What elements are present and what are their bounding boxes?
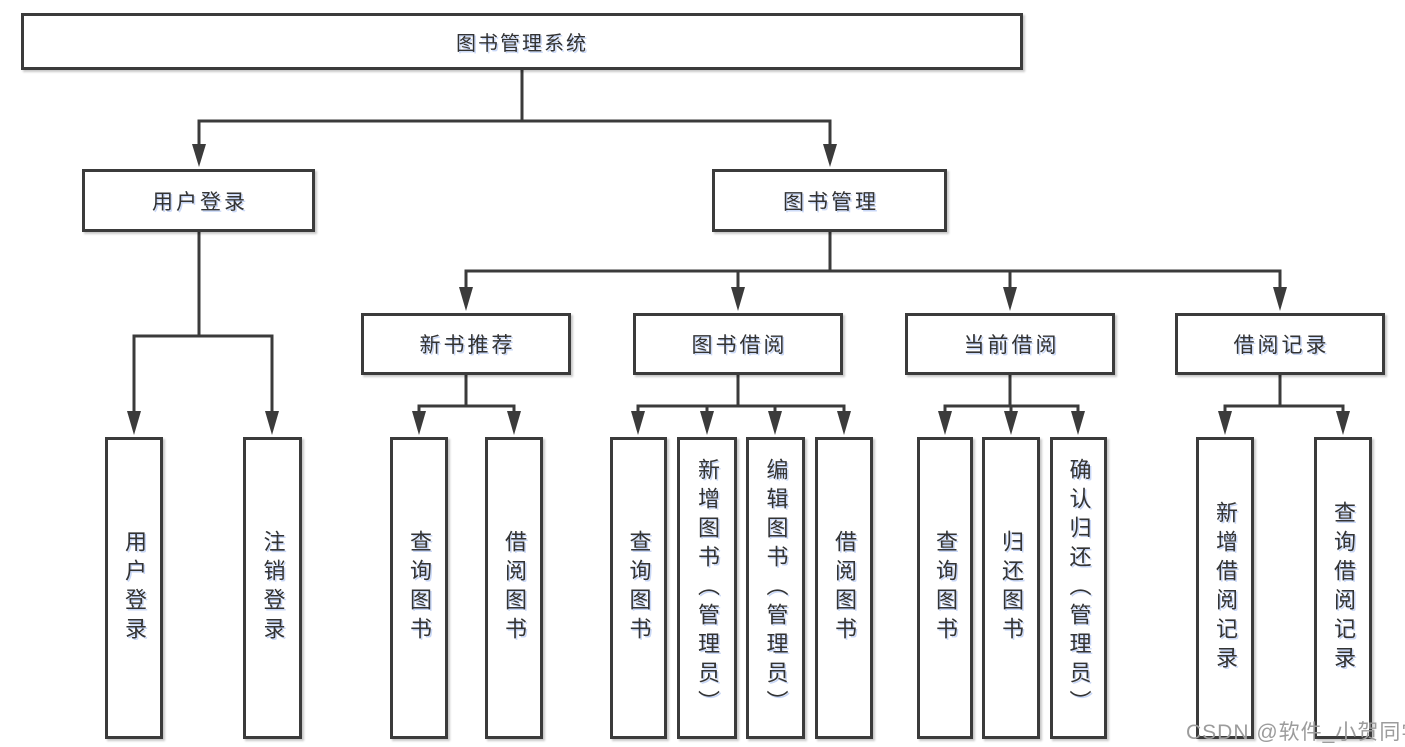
node-user-login: 用户登录 xyxy=(82,169,315,232)
arrowhead xyxy=(1003,287,1017,311)
arrowhead xyxy=(265,411,279,435)
connector-book-borrowing-children xyxy=(631,375,851,435)
leaf-borrow-books-recommend: 借阅图书 xyxy=(485,437,543,739)
node-current-borrowing-label: 当前借阅 xyxy=(963,334,1060,357)
leaf-confirm-return-admin-label: 确认归还（管理员） xyxy=(1066,457,1092,719)
leaf-edit-books-admin: 编辑图书（管理员） xyxy=(746,437,805,739)
arrowhead xyxy=(412,411,426,435)
leaf-borrow-books-borrowing: 借阅图书 xyxy=(815,437,873,739)
leaf-user-login-label: 用户登录 xyxy=(122,530,147,646)
leaf-query-books-recommend-label: 查询图书 xyxy=(407,530,432,646)
node-root-label: 图书管理系统 xyxy=(456,33,588,55)
connector-book-management-to-level3 xyxy=(459,232,1287,311)
leaf-edit-books-admin-label: 编辑图书（管理员） xyxy=(763,457,789,719)
leaf-borrow-books-borrowing-label: 借阅图书 xyxy=(832,530,857,646)
leaf-user-login: 用户登录 xyxy=(105,437,163,739)
arrowhead xyxy=(731,287,745,311)
leaf-return-books-label: 归还图书 xyxy=(999,530,1024,646)
node-root: 图书管理系统 xyxy=(21,13,1023,70)
arrowhead xyxy=(1336,411,1350,435)
leaf-query-borrow-record-label: 查询借阅记录 xyxy=(1331,501,1356,675)
arrowhead xyxy=(507,411,521,435)
arrowhead xyxy=(823,144,837,167)
leaf-add-borrow-record-label: 新增借阅记录 xyxy=(1213,501,1238,675)
node-new-book-recommendation-label: 新书推荐 xyxy=(419,334,516,357)
arrowhead xyxy=(127,411,141,435)
node-user-login-label: 用户登录 xyxy=(152,190,248,214)
leaf-query-books-current-label: 查询图书 xyxy=(933,530,958,646)
node-new-book-recommendation: 新书推荐 xyxy=(361,313,571,375)
node-book-management: 图书管理 xyxy=(712,169,947,232)
leaf-query-books-current: 查询图书 xyxy=(917,437,973,739)
connector-root-to-level2 xyxy=(192,70,837,167)
arrowhead xyxy=(938,411,952,435)
leaf-borrow-books-recommend-label: 借阅图书 xyxy=(502,530,527,646)
connector-new-book-recommendation-children xyxy=(412,375,521,435)
node-book-borrowing: 图书借阅 xyxy=(633,313,843,375)
leaf-add-books-admin-label: 新增图书（管理员） xyxy=(695,457,720,719)
leaf-add-borrow-record: 新增借阅记录 xyxy=(1196,437,1254,739)
csdn-watermark: CSDN @软件_小贺同学 xyxy=(1186,721,1405,744)
arrowhead xyxy=(837,411,851,435)
leaf-logout: 注销登录 xyxy=(243,437,302,739)
arrowhead xyxy=(700,411,714,435)
leaf-query-books-borrowing: 查询图书 xyxy=(610,437,667,739)
leaf-logout-label: 注销登录 xyxy=(260,530,286,646)
arrowhead xyxy=(1071,411,1085,435)
connector-borrowing-records-children xyxy=(1218,375,1350,435)
leaf-confirm-return-admin: 确认归还（管理员） xyxy=(1050,437,1107,739)
node-borrowing-records: 借阅记录 xyxy=(1175,313,1385,375)
leaf-return-books: 归还图书 xyxy=(982,437,1040,739)
arrowhead xyxy=(768,411,782,435)
leaf-query-borrow-record: 查询借阅记录 xyxy=(1314,437,1372,739)
leaf-add-books-admin: 新增图书（管理员） xyxy=(677,437,737,739)
arrowhead xyxy=(459,287,473,311)
connector-user-login-children xyxy=(127,232,279,435)
node-book-management-label: 图书管理 xyxy=(783,190,879,214)
arrowhead xyxy=(1004,411,1018,435)
arrowhead xyxy=(192,144,206,167)
arrowhead xyxy=(1273,287,1287,311)
arrowhead xyxy=(1218,411,1232,435)
node-book-borrowing-label: 图书借阅 xyxy=(691,334,788,357)
leaf-query-books-borrowing-label: 查询图书 xyxy=(626,530,652,646)
node-borrowing-records-label: 借阅记录 xyxy=(1233,334,1330,357)
arrowhead xyxy=(631,411,645,435)
leaf-query-books-recommend: 查询图书 xyxy=(390,437,448,739)
connector-current-borrowing-children xyxy=(938,375,1085,435)
node-current-borrowing: 当前借阅 xyxy=(905,313,1115,375)
